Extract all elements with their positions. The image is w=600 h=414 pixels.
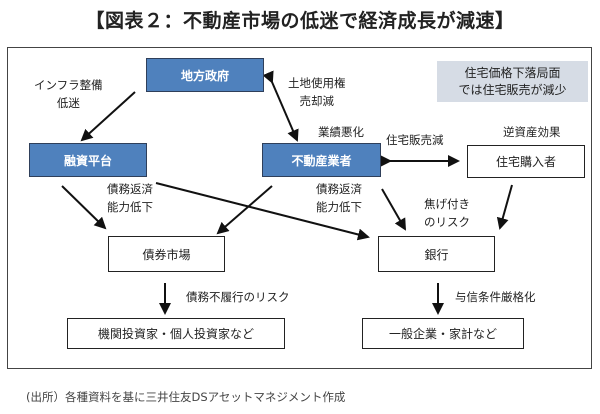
node-investors: 機関投資家・個人投資家など [67, 318, 285, 349]
label-repay-left: 債務返済 能力低下 [107, 180, 153, 216]
label-credit-tighten: 与信条件厳格化 [455, 290, 536, 304]
source-footer: (出所）各種資料を基に三井住友DSアセットマネジメント作成 [26, 390, 346, 404]
label-infra-line-1: インフラ整備 [34, 78, 103, 92]
diagram-title: 【図表２：不動産市場の低迷で経済成長が減速】 [85, 10, 515, 32]
label-repay-left-line-2: 能力低下 [107, 200, 153, 214]
label-land-line-1: 土地使用権 [288, 76, 346, 90]
label-sales-down: 住宅販売減 [386, 133, 444, 147]
label-repay-right-line-1: 債務返済 [316, 182, 362, 196]
label-earnings: 業績悪化 [318, 125, 364, 139]
label-infra-line-2: 低迷 [56, 96, 80, 110]
diagram-frame [7, 47, 592, 369]
label-bad-debt: 焦げ付き のリスク [424, 195, 470, 231]
note-line-2: では住宅販売が減少 [458, 82, 567, 97]
label-repay-left-line-1: 債務返済 [107, 182, 153, 196]
node-home-buyers: 住宅購入者 [467, 145, 585, 178]
label-infra: インフラ整備 低迷 [34, 76, 103, 112]
arrow-developers-to-bond [216, 185, 273, 235]
node-financing-platform: 融資平台 [29, 143, 147, 177]
node-banks: 銀行 [378, 236, 495, 272]
label-land: 土地使用権 売却減 [288, 74, 346, 110]
node-local-government: 地方政府 [146, 58, 264, 92]
node-companies-households: 一般企業・家計など [362, 318, 524, 349]
label-repay-right-line-2: 能力低下 [316, 200, 362, 214]
arrow-buyers-to-bank [496, 184, 513, 230]
label-default-risk: 債務不履行のリスク [186, 290, 290, 304]
arrow-gov-developers [262, 70, 299, 142]
arrow-platform-to-bank [155, 182, 370, 241]
node-developers: 不動産業者 [262, 143, 381, 177]
note-line-1: 住宅価格下落局面 [464, 65, 561, 80]
note-box: 住宅価格下落局面 では住宅販売が減少 [437, 61, 588, 102]
label-reverse-wealth: 逆資産効果 [503, 125, 561, 139]
arrow-platform-to-bond [61, 185, 107, 230]
label-repay-right: 債務返済 能力低下 [316, 180, 362, 216]
label-bad-debt-line-2: のリスク [424, 215, 470, 229]
node-bond-market: 債券市場 [108, 236, 225, 272]
arrow-developers-to-bank [381, 188, 406, 231]
label-land-line-2: 売却減 [299, 94, 335, 108]
label-bad-debt-line-1: 焦げ付き [424, 197, 470, 211]
arrow-gov-to-platform [80, 91, 136, 142]
